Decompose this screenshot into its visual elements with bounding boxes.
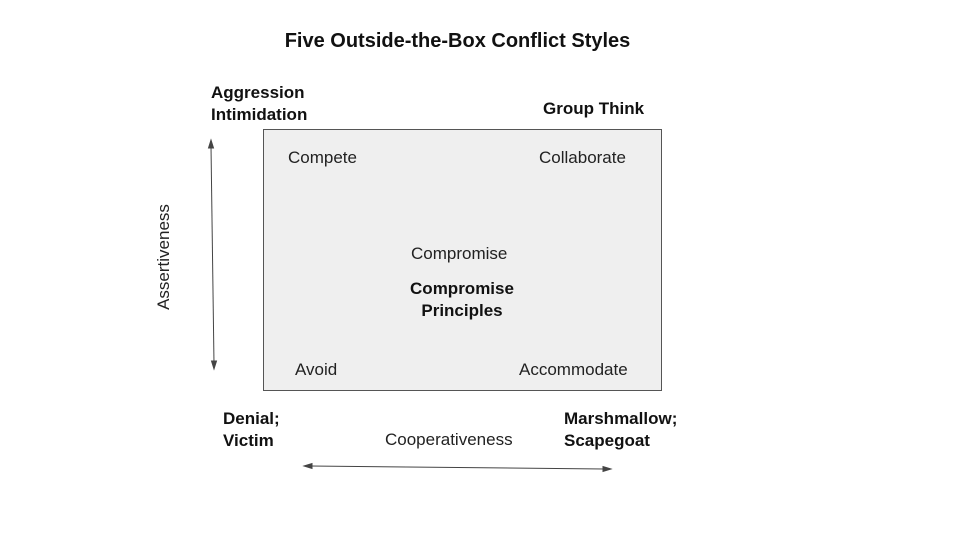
- compromise-principles-text: Compromise Principles: [410, 279, 514, 320]
- assertiveness-arrow-line: [210, 145, 215, 365]
- assertiveness-text: Assertiveness: [154, 204, 173, 310]
- style-accommodate: Accommodate: [519, 360, 628, 379]
- outside-bottom-left-label: Denial; Victim: [223, 408, 280, 452]
- outside-bottom-right-label: Marshmallow; Scapegoat: [564, 408, 677, 452]
- assertiveness-axis-label: Assertiveness: [141, 190, 187, 324]
- diagram-title: Five Outside-the-Box Conflict Styles: [284, 30, 631, 52]
- assertiveness-arrow-down-head: [210, 360, 218, 371]
- style-avoid: Avoid: [295, 360, 338, 379]
- cooperativeness-arrow-right-head: [602, 465, 613, 473]
- victim-text: Victim: [223, 431, 274, 450]
- intimidation-text: Intimidation: [211, 105, 308, 124]
- denial-text: Denial;: [223, 409, 280, 428]
- style-collaborate: Collaborate: [539, 148, 626, 167]
- outside-top-left-label: Aggression Intimidation: [211, 82, 307, 126]
- aggression-text: Aggression: [211, 83, 305, 102]
- cooperativeness-arrow-line: [309, 465, 605, 470]
- cooperativeness-axis-label: Cooperativeness: [385, 430, 513, 449]
- assertiveness-arrow-up-head: [207, 138, 215, 149]
- marshmallow-text: Marshmallow;: [564, 409, 678, 428]
- style-compete: Compete: [288, 148, 357, 167]
- outside-top-right-label: Group Think: [543, 99, 645, 118]
- cooperativeness-arrow-left-head: [302, 462, 313, 470]
- style-compromise: Compromise: [411, 244, 508, 263]
- conflict-styles-box: [263, 129, 662, 391]
- compromise-principles-label: Compromise Principles: [392, 278, 532, 322]
- scapegoat-text: Scapegoat: [564, 431, 650, 450]
